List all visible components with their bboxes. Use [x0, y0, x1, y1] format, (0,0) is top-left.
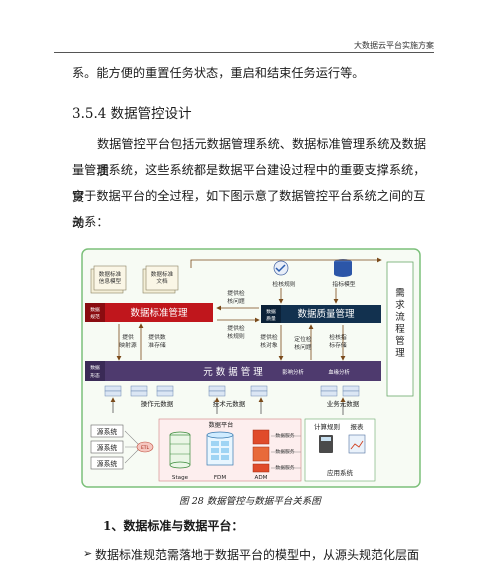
quality-tag-2: 质量	[266, 315, 276, 322]
quality-tag-1: 数据	[266, 308, 276, 315]
paragraph-line: 关系：	[72, 215, 109, 229]
report-icon	[348, 434, 366, 454]
check-rules-icon: 检核规则	[272, 260, 296, 288]
data-governance-diagram: 数据标准 信息模型 数据标准 文档 数据 规范 数据标准管理 检核规则 指标模型…	[81, 248, 421, 488]
std-management-bar	[85, 303, 213, 322]
doc1-line2: 信息模型	[99, 277, 122, 285]
indicator-model-icon: 指标模型	[332, 259, 356, 288]
provide-map-source-1: 提供	[122, 333, 134, 341]
header-divider	[54, 52, 434, 53]
demand-process-box	[386, 261, 414, 397]
provide-check-issue-1: 提供检	[227, 289, 245, 297]
fdm-label: FDM	[214, 475, 227, 481]
provide-std-store-2: 准存储	[148, 341, 166, 349]
etl-label: ETL	[141, 445, 150, 451]
check-indicator-store-1: 检核指	[329, 333, 347, 341]
provide-check-obj-1: 提供检	[260, 333, 278, 341]
quality-management-bar	[261, 305, 381, 323]
figure-caption: 图 28 数据管控与数据平台关系图	[179, 496, 321, 507]
paragraph-line: 量管理系统，这些系统都是数据平台建设过程中的重要支撑系统，贯	[72, 163, 426, 204]
svg-text:程: 程	[395, 324, 405, 335]
indicator-model-label: 指标模型	[332, 280, 355, 288]
std-document-icon: 数据标准 文档	[142, 265, 179, 294]
fdm-icon	[206, 431, 234, 466]
metadata-management-bar	[85, 361, 381, 381]
provide-check-rules-1: 提供检	[227, 324, 245, 332]
locate-check-issue-1: 定位检	[294, 335, 312, 343]
provide-map-source-2: 映射源	[119, 341, 137, 349]
stage-label: Stage	[172, 475, 189, 481]
text-line: 系。能方便的重置任务状态，重启和结束任务运行等。	[72, 66, 365, 80]
check-indicator-store-2: 标存储	[329, 341, 347, 349]
svg-text:管: 管	[395, 335, 405, 347]
provide-check-issue-2: 核问题	[227, 297, 245, 305]
section-title: 3.5.4 数据管控设计	[72, 106, 192, 122]
paragraph-line: 穿于数据平台的全过程，如下图示意了数据管控平台系统之间的互动	[72, 189, 426, 230]
data-service-1: 数据服务	[275, 432, 294, 439]
stage-db-icon	[169, 431, 191, 469]
sub-heading: 1、数据标准与数据平台：	[103, 519, 244, 533]
adm-icon	[252, 429, 270, 473]
tech-metadata-label: 技术元数据	[213, 399, 246, 408]
data-service-2: 数据服务	[275, 448, 294, 455]
data-service-3: 数据服务	[275, 464, 294, 471]
data-platform-label: 数据平台	[209, 421, 234, 429]
app-system-label: 应用系统	[327, 468, 354, 477]
source-system-3: 源系统	[97, 459, 118, 468]
provide-check-obj-2: 核对象	[260, 341, 278, 349]
provide-std-store-1: 提供数	[148, 333, 166, 341]
check-rules-label: 检核规则	[272, 280, 295, 288]
report-label: 报表	[351, 422, 365, 431]
calc-rules-label: 计算规则	[314, 422, 340, 431]
impact-analysis-label: 影响分析	[282, 368, 304, 376]
std-management-title: 数据标准管理	[130, 307, 188, 319]
std-tag-1: 数据	[90, 306, 100, 313]
std-info-model-doc-icon: 数据标准 信息模型	[90, 265, 127, 294]
provide-check-rules-2: 核规则	[227, 332, 245, 340]
page-header: 大数据云平台实施方案	[354, 41, 434, 50]
locate-check-issue-2: 核问题	[294, 343, 312, 351]
metadata-management-title: 元 数 据 管 理	[203, 366, 263, 378]
adm-label: ADM	[255, 475, 268, 481]
svg-text:求: 求	[395, 299, 405, 311]
paragraph-line: 数据管控平台包括元数据管理系统、数据标准管理系统及数据质	[97, 137, 427, 178]
etl-icon	[136, 441, 154, 453]
svg-text:需: 需	[395, 288, 405, 299]
lineage-analysis-label: 血缘分析	[328, 368, 350, 376]
svg-text:流: 流	[395, 311, 405, 323]
calculator-icon	[319, 435, 333, 453]
bullet-arrow-icon: ➢	[83, 547, 93, 560]
svg-text:理: 理	[395, 348, 405, 359]
doc1-line1: 数据标准	[99, 270, 122, 278]
source-system-1: 源系统	[97, 427, 118, 436]
quality-management-title: 数据质量管理	[297, 308, 355, 320]
doc2-line1: 数据标准	[151, 270, 174, 278]
demand-process-label: 需 求 流 程 管 理	[395, 288, 405, 359]
meta-tag-2: 形态	[90, 372, 100, 379]
std-tag-2: 规范	[90, 313, 100, 320]
source-system-2: 源系统	[97, 443, 118, 452]
meta-tag-1: 数据	[90, 364, 100, 371]
doc2-line2: 文档	[156, 277, 168, 285]
op-metadata-label: 操作元数据	[141, 399, 174, 408]
source-systems: 源系统 源系统 源系统	[90, 424, 124, 470]
bullet-text: 数据标准规范需落地于数据平台的模型中，从源头规范化层面	[95, 548, 420, 562]
